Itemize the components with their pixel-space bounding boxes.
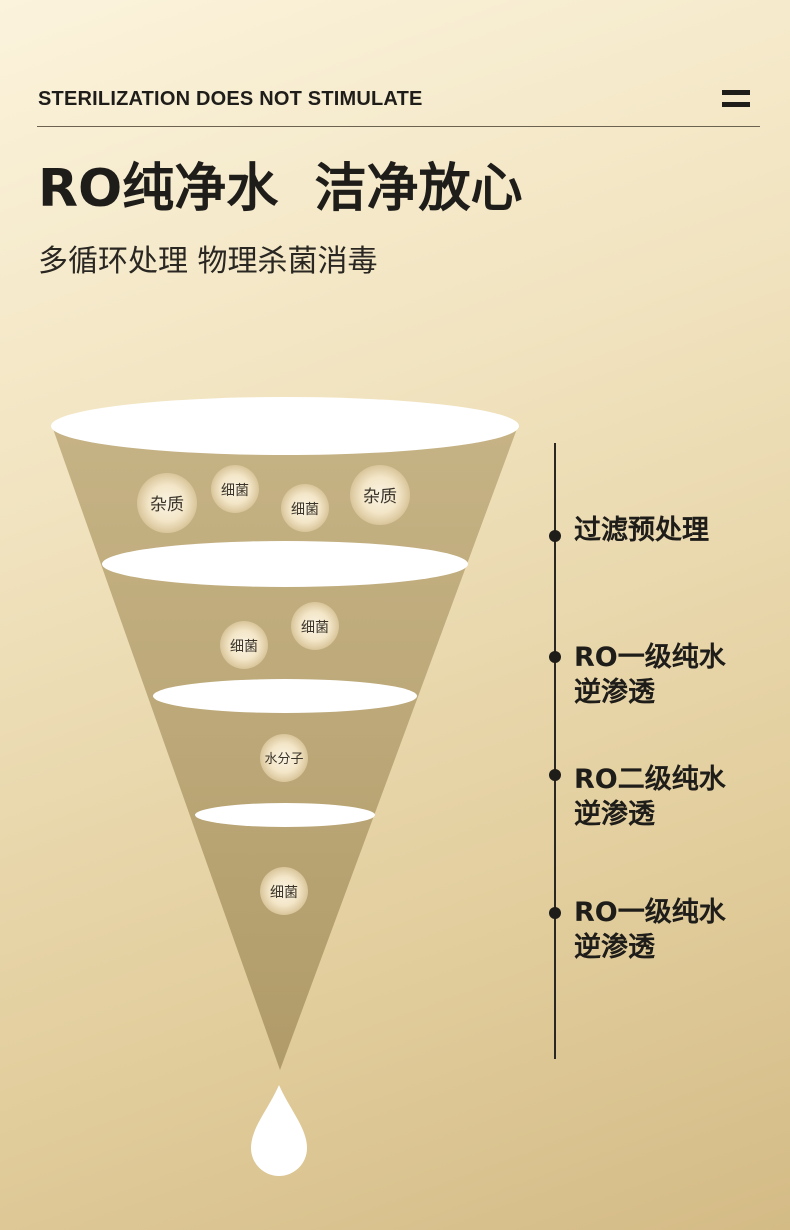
step-dot <box>549 651 561 663</box>
hamburger-icon[interactable] <box>722 90 750 110</box>
svg-text:细菌: 细菌 <box>301 620 329 636</box>
step-label: 过滤预处理 <box>574 515 709 546</box>
funnel-layer-2 <box>102 541 468 587</box>
svg-text:细菌: 细菌 <box>230 639 258 655</box>
particle: 杂质 <box>137 473 197 533</box>
particle: 杂质 <box>350 465 410 525</box>
svg-text:水分子: 水分子 <box>264 752 303 767</box>
particle: 细菌 <box>281 484 329 532</box>
svg-text:细菌: 细菌 <box>221 483 249 499</box>
step-label: RO一级纯水 逆渗透 <box>574 897 726 963</box>
subheadline: 多循环处理 物理杀菌消毒 <box>38 244 378 279</box>
svg-text:细菌: 细菌 <box>270 885 298 901</box>
particle: 水分子 <box>260 734 308 782</box>
particle: 细菌 <box>260 867 308 915</box>
water-drop-icon <box>251 1085 307 1176</box>
particle: 细菌 <box>291 602 339 650</box>
tagline: STERILIZATION DOES NOT STIMULATE <box>38 88 423 110</box>
funnel-layer-3 <box>153 679 417 713</box>
svg-text:杂质: 杂质 <box>363 487 397 507</box>
particle: 细菌 <box>211 465 259 513</box>
funnel-layer-1 <box>51 397 519 455</box>
funnel-layer-4 <box>195 803 375 827</box>
particle: 细菌 <box>220 621 268 669</box>
step-dot <box>549 769 561 781</box>
step-dot <box>549 907 561 919</box>
step-label: RO一级纯水 逆渗透 <box>574 642 726 708</box>
svg-text:杂质: 杂质 <box>150 495 184 515</box>
step-label: RO二级纯水 逆渗透 <box>574 764 726 830</box>
header-divider <box>37 126 760 127</box>
step-dot <box>549 530 561 542</box>
svg-text:细菌: 细菌 <box>291 502 319 518</box>
filter-funnel-graphic: 杂质 细菌 细菌 杂质 细菌 细菌 水分子 细菌 <box>51 397 519 1176</box>
headline: RO纯净水 洁净放心 <box>38 159 523 219</box>
process-timeline-line <box>554 443 556 1059</box>
